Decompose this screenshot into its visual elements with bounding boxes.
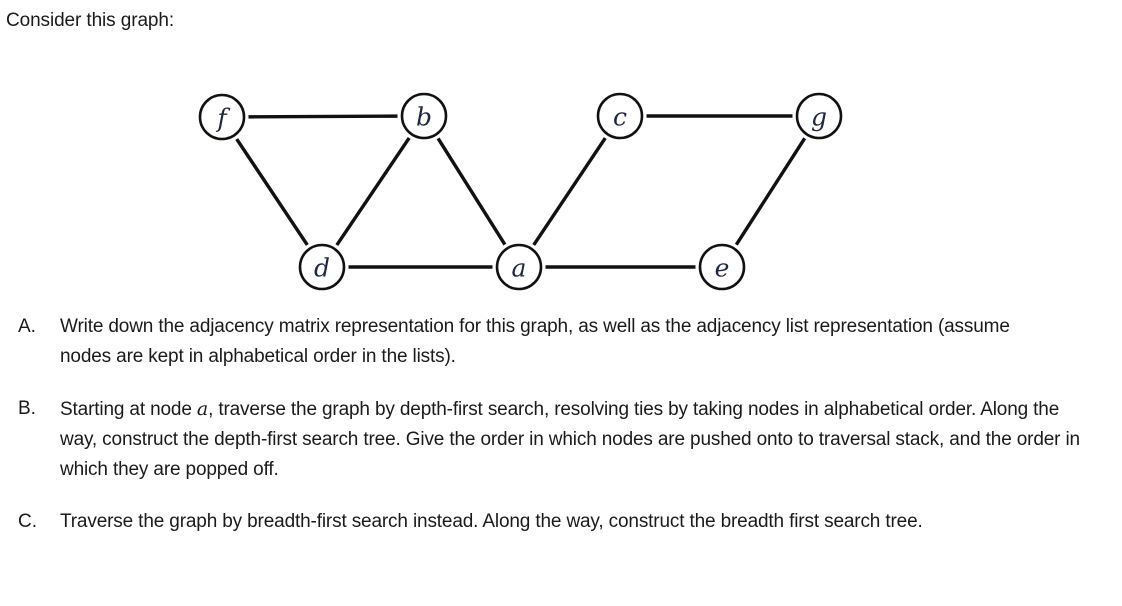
graph-node-label-d: d <box>314 254 330 283</box>
question-item-b: B. Starting at node a, traverse the grap… <box>0 394 1122 485</box>
graph-node-circle-e <box>698 243 746 291</box>
graph-node-circle-g <box>795 92 843 140</box>
question-text-b-part1: Starting at node <box>60 399 197 420</box>
graph-node-a: a <box>495 243 543 291</box>
question-marker-a: A. <box>18 316 36 337</box>
graph-edge-a-c <box>532 137 607 246</box>
question-list: A. Write down the adjacency matrix repre… <box>0 312 1122 537</box>
question-text-a: Write down the adjacency matrix represen… <box>60 316 1010 367</box>
question-text-c: Traverse the graph by breadth-first sear… <box>60 511 923 532</box>
graph-node-g: g <box>795 92 843 140</box>
graph-node-d: d <box>298 243 346 291</box>
graph-node-circle-d <box>298 243 346 291</box>
graph-edge-f-d <box>235 138 309 246</box>
question-marker-c: C. <box>18 511 37 532</box>
graph-canvas: f b c g d a e <box>198 92 843 291</box>
question-text-b: Starting at node a, traverse the graph b… <box>60 394 1082 485</box>
graph-node-c: c <box>596 92 644 140</box>
question-item-c: C. Traverse the graph by breadth-first s… <box>0 507 1122 537</box>
graph-node-f: f <box>198 93 246 141</box>
graph-node-circle-a <box>495 243 543 291</box>
question-marker-b: B. <box>18 398 36 419</box>
graph-node-circle-c <box>596 92 644 140</box>
question-item-a: A. Write down the adjacency matrix repre… <box>0 312 1122 372</box>
intro-text: Consider this graph: <box>6 10 175 31</box>
graph-node-label-e: e <box>715 254 730 283</box>
graph-edge-b-d <box>335 137 411 246</box>
graph-node-e: e <box>698 243 746 291</box>
graph-node-label-c: c <box>613 103 627 132</box>
graph-node-label-a: a <box>512 254 527 283</box>
graph-edge-f-b <box>248 114 398 119</box>
graph-edge-e-g <box>734 137 807 246</box>
graph-node-circle-f <box>198 93 246 141</box>
graph-node-b: b <box>400 92 448 140</box>
graph-node-circle-b <box>400 92 448 140</box>
graph-node-group: f b c g d a e <box>198 92 843 291</box>
graph-node-label-f: f <box>215 104 230 133</box>
graph-edge-group <box>235 114 807 269</box>
graph-node-label-g: g <box>811 103 827 132</box>
graph-edge-b-a <box>436 137 507 246</box>
graph-node-label-b: b <box>416 103 432 132</box>
graph-figure: f b c g d a e <box>0 62 1122 307</box>
question-text-b-part2: , traverse the graph by depth-first sear… <box>60 399 1080 480</box>
question-text-b-italic-node: a <box>196 398 209 420</box>
